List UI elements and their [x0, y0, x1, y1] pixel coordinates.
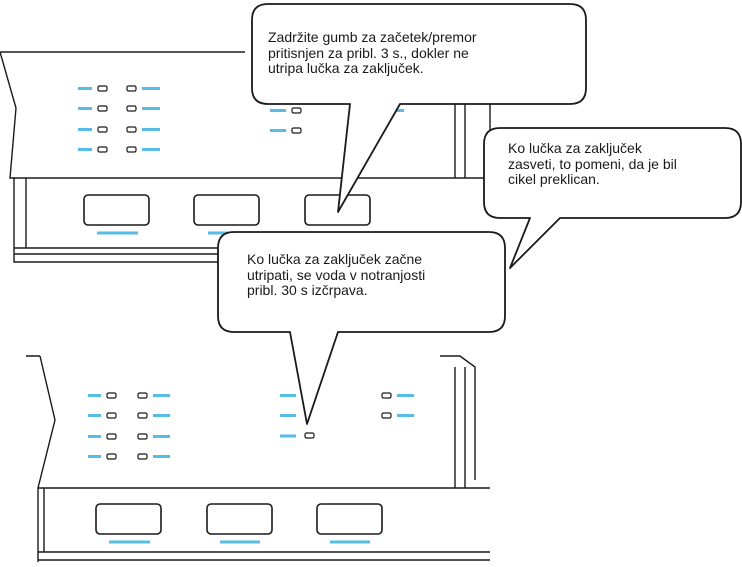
lower-button-2[interactable]: [206, 503, 273, 535]
upper-button-row: [83, 194, 371, 235]
callout-bubble-cancelled: [483, 127, 742, 269]
indicator-led: [97, 146, 108, 153]
callout-text-draining: Ko lučka za zaključek začne utripati, se…: [247, 251, 426, 298]
indicator-led: [381, 412, 392, 419]
callout-bubble-draining: [217, 231, 506, 425]
indicator-led: [126, 85, 137, 92]
indicator-led: [291, 127, 302, 134]
indicator-led: [97, 126, 108, 133]
indicator-led: [106, 433, 117, 440]
indicator-led: [137, 412, 148, 419]
callout-bubble-hold-button: [251, 3, 587, 213]
indicator-led: [97, 85, 108, 92]
upper-start-pause-button[interactable]: [304, 194, 371, 226]
upper-button-1[interactable]: [83, 194, 150, 226]
indicator-led: [137, 453, 148, 460]
callout-text-hold-button: Zadržite gumb za začetek/premor pritisnj…: [268, 29, 477, 76]
completion-indicator-led: [304, 432, 315, 439]
indicator-led: [381, 392, 392, 399]
indicator-led: [137, 433, 148, 440]
indicator-led: [97, 105, 108, 112]
callout-text-cancelled: Ko lučka za zaključek zasveti, to pomeni…: [508, 140, 677, 187]
lower-control-panel: [26, 355, 490, 562]
indicator-led: [106, 453, 117, 460]
lower-start-pause-button[interactable]: [316, 503, 383, 535]
upper-button-2[interactable]: [193, 194, 260, 226]
indicator-led: [106, 412, 117, 419]
indicator-led: [106, 392, 117, 399]
indicator-led: [126, 146, 137, 153]
lower-button-row: [95, 503, 383, 544]
lower-button-1[interactable]: [95, 503, 162, 535]
indicator-led: [137, 392, 148, 399]
indicator-led: [126, 126, 137, 133]
lower-indicator-grid: [88, 392, 414, 460]
indicator-led: [126, 105, 137, 112]
indicator-led: [291, 107, 302, 114]
